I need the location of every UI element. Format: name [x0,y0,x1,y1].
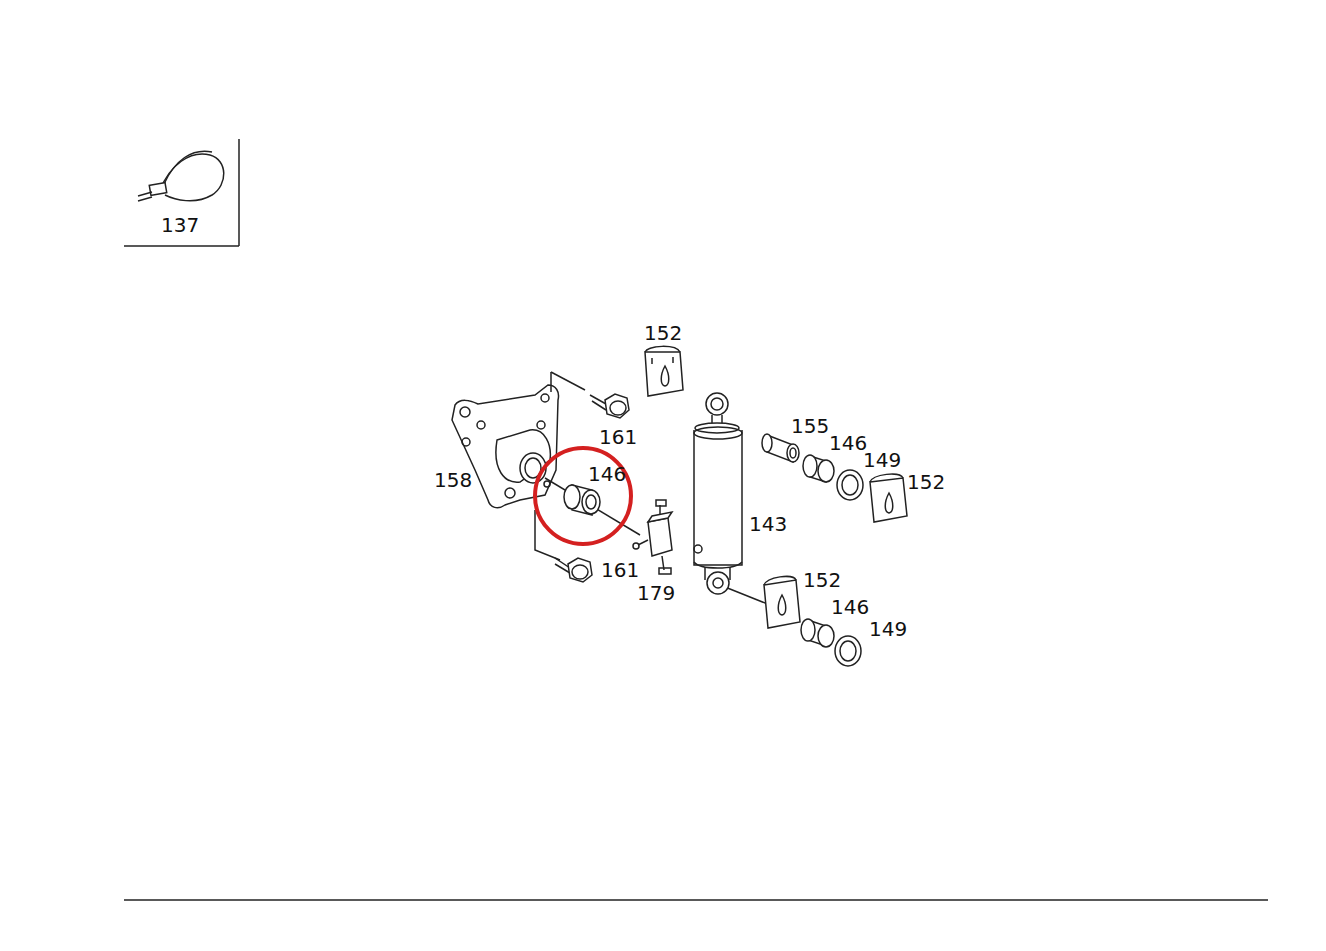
tube [762,434,799,462]
clip [870,474,907,522]
bolt [590,394,629,418]
leader-line [545,478,640,535]
highlight-circle [535,448,631,544]
callout-number: 161 [601,559,639,581]
clip [764,576,800,628]
callout-number: 137 [161,214,199,236]
washer [837,470,863,500]
bushing [801,619,834,647]
callout-number: 161 [599,426,637,448]
callout-number: 146 [831,596,869,618]
callout-number: 152 [907,471,945,493]
shock-absorber [694,393,742,594]
leader-line [551,372,585,390]
bushing [803,455,834,482]
frame-line [238,139,240,246]
clip [645,346,683,396]
frame-line [124,245,239,247]
bushing [564,485,600,515]
callout-number: 152 [803,569,841,591]
callout-number: 149 [869,618,907,640]
callout-number: 152 [644,322,682,344]
callout-number: 143 [749,513,787,535]
callout-number: 158 [434,469,472,491]
callout-number: 146 [829,432,867,454]
leader-line [550,372,552,392]
callout-number: 179 [637,582,675,604]
bolt [555,558,592,582]
callout-number: 146 [588,463,626,485]
callout-number: 155 [791,415,829,437]
callout-number: 149 [863,449,901,471]
cable-tie-icon [138,151,224,201]
washer [835,636,861,666]
page-rule [124,899,1268,901]
